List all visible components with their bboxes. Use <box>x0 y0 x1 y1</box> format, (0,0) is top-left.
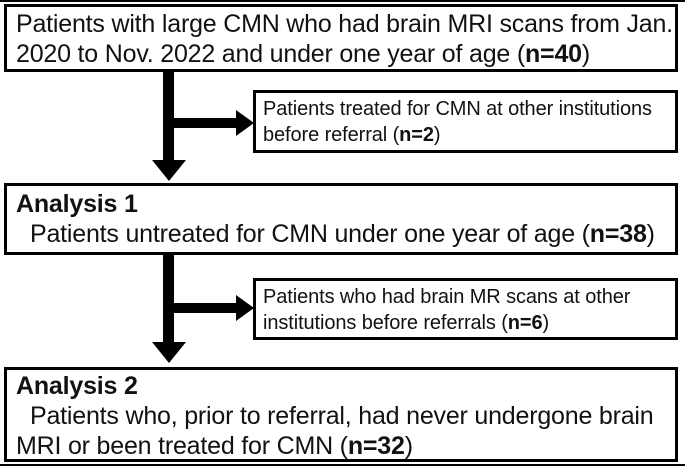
arrow-down-1-head <box>152 160 186 181</box>
arrow-down-1-stem <box>163 72 174 162</box>
excluded1-n-value: n=2 <box>399 124 434 146</box>
branch-arrow-1-head <box>236 110 254 136</box>
enrollment-line-2: 2020 to Nov. 2022 and under one year of … <box>16 39 666 69</box>
box-excluded-treated: Patients treated for CMN at other instit… <box>253 90 678 153</box>
excluded2-line-2: institutions before referrals (n=6) <box>263 310 668 336</box>
analysis1-body: Patients untreated for CMN under one yea… <box>16 219 666 249</box>
arrow-down-2-stem <box>163 255 174 343</box>
box-excluded-mri: Patients who had brain MR scans at other… <box>253 278 678 340</box>
arrow-down-2-head <box>152 342 186 363</box>
excluded2-n-value: n=6 <box>507 312 543 334</box>
analysis2-line-3-text: MRI or been treated for CMN ( <box>16 432 348 460</box>
branch-arrow-2-stem <box>167 303 237 313</box>
enrollment-line-2-text: 2020 to Nov. 2022 and under one year of … <box>16 40 525 68</box>
excluded2-line-2-close: ) <box>542 312 550 334</box>
excluded2-line-1: Patients who had brain MR scans at other <box>263 286 631 308</box>
figure-bottom-rule <box>0 464 685 466</box>
enrollment-line-1: Patients with large CMN who had brain MR… <box>16 10 673 38</box>
excluded1-line-2-close: ) <box>433 124 441 146</box>
analysis1-body-text: Patients untreated for CMN under one yea… <box>30 220 590 248</box>
excluded1-line-2: before referral (n=2) <box>263 122 668 148</box>
enrollment-n-value: n=40 <box>524 40 582 68</box>
branch-arrow-2-head <box>236 295 254 321</box>
box-analysis-1: Analysis 1 Patients untreated for CMN un… <box>4 183 678 255</box>
analysis1-n-value: n=38 <box>589 220 647 248</box>
branch-arrow-1-stem <box>167 118 237 128</box>
analysis2-line-3-close: ) <box>404 432 413 460</box>
analysis1-body-close: ) <box>646 220 655 248</box>
excluded1-line-2-text: before referral ( <box>263 124 400 146</box>
analysis2-title: Analysis 2 <box>16 372 138 400</box>
enrollment-line-2-close: ) <box>581 40 591 68</box>
excluded2-line-2-text: institutions before referrals ( <box>263 312 508 334</box>
box-enrollment: Patients with large CMN who had brain MR… <box>4 4 678 72</box>
box-analysis-2: Analysis 2 Patients who, prior to referr… <box>4 367 678 462</box>
figure-top-rule <box>0 0 685 2</box>
analysis2-line-3: MRI or been treated for CMN (n=32) <box>16 431 666 461</box>
analysis2-n-value: n=32 <box>347 432 405 460</box>
excluded1-line-1: Patients treated for CMN at other instit… <box>263 98 652 120</box>
analysis1-title: Analysis 1 <box>16 190 138 218</box>
analysis2-line-2: Patients who, prior to referral, had nev… <box>30 402 654 430</box>
